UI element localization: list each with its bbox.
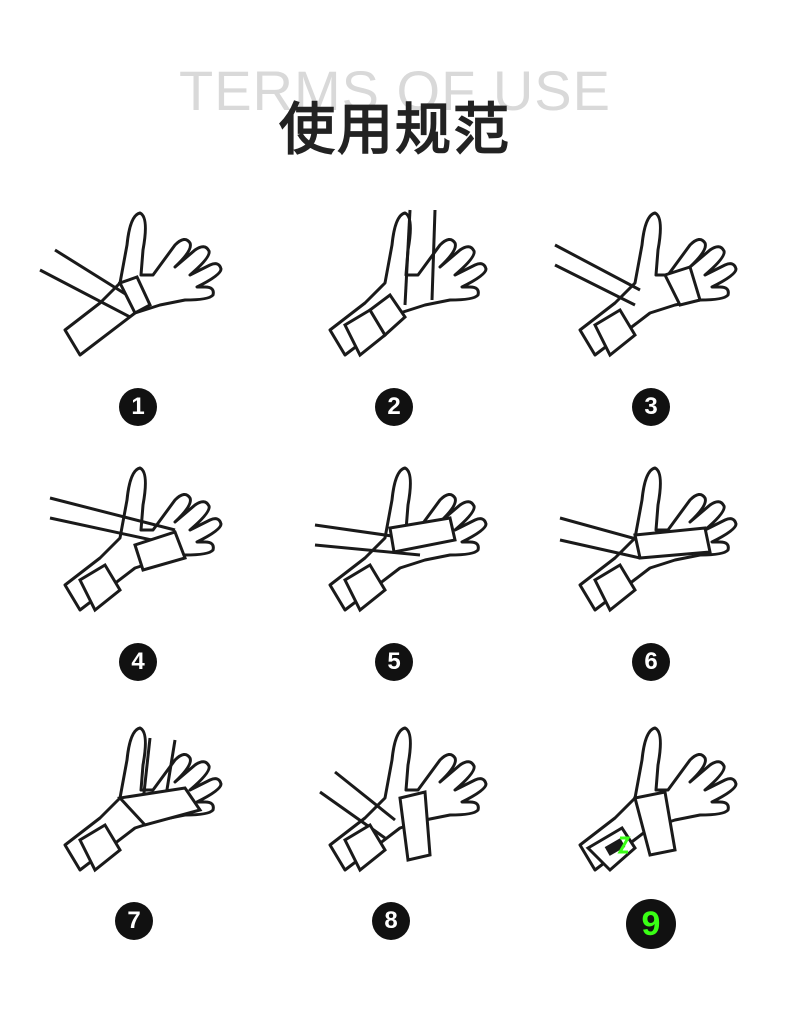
step-number-badge: 2 [375,388,413,426]
page-title: 使用规范 [279,98,511,163]
step-number-badge: 1 [119,388,157,426]
step-number-badge: 4 [119,643,157,681]
hand-wrap-illustration-2 [328,209,488,358]
step-4: 4 [25,460,275,720]
hand-wrap-illustration-4 [49,466,223,613]
hand-wrap-illustration-7 [63,726,223,873]
step-7: 7 [25,720,275,980]
hand-wrap-illustration-3 [554,211,738,358]
step-6: 6 [540,460,790,720]
step-number-badge: 6 [632,643,670,681]
step-number-badge: 5 [375,643,413,681]
step-1: 1 [25,205,275,465]
step-2: 2 [290,205,540,465]
step-number-badge: 8 [372,902,410,940]
hand-wrap-illustration-1 [39,211,223,357]
step-number-badge-final: 9 [626,899,676,949]
step-3: 3 [540,205,790,465]
step-5: 5 [290,460,540,720]
hand-wrap-illustration-8 [319,726,488,873]
brand-logo-icon [604,836,631,856]
header: TERMS OF USE 使用规范 [0,55,790,175]
step-number-badge: 3 [632,388,670,426]
background-title: TERMS OF USE [178,59,612,122]
hand-wrap-illustration-6 [559,466,738,613]
step-8: 8 [290,720,540,980]
hand-wrap-illustration-5 [314,466,488,613]
step-9: 9 [540,720,790,980]
hand-wrap-illustration-9 [578,726,738,873]
step-number-badge: 7 [115,902,153,940]
